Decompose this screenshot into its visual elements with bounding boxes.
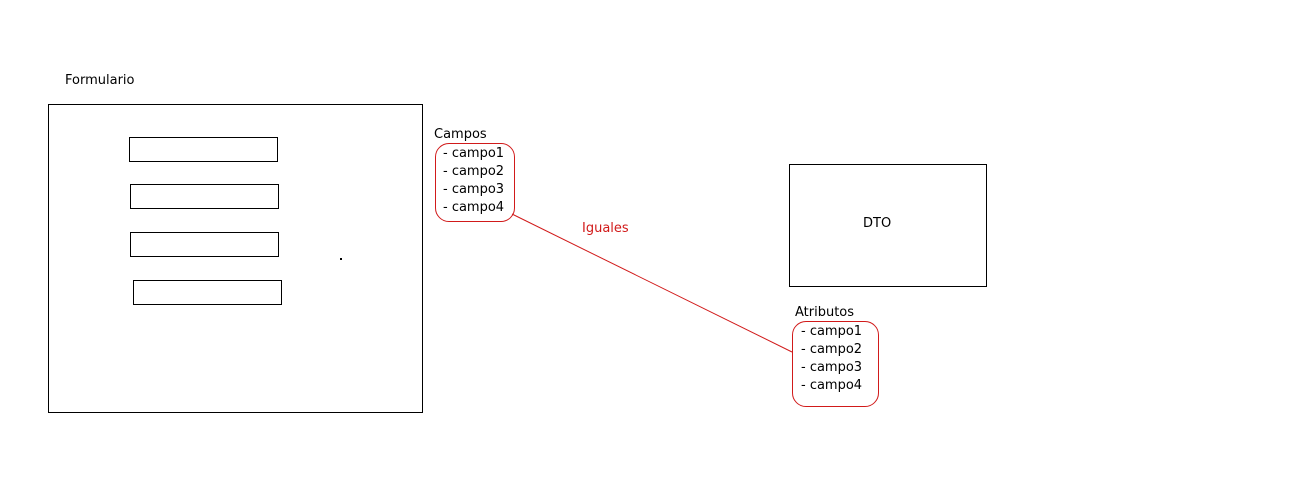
connector-line <box>511 213 793 353</box>
campos-item: - campo2 <box>443 164 505 179</box>
atributos-item: - campo2 <box>801 342 863 357</box>
stray-dot <box>340 258 342 260</box>
campos-item: - campo4 <box>443 200 505 215</box>
campos-title: Campos <box>434 127 487 142</box>
atributos-item: - campo1 <box>801 324 863 339</box>
atributos-title: Atributos <box>795 305 855 320</box>
form-input-field-1[interactable] <box>129 137 278 162</box>
campos-list: - campo1 - campo2 - campo3 - campo4 <box>443 145 504 217</box>
atributos-item: - campo4 <box>801 378 863 393</box>
form-input-field-3[interactable] <box>130 232 279 257</box>
dto-box <box>789 164 987 287</box>
form-box <box>48 104 423 413</box>
campos-item: - campo3 <box>443 182 505 197</box>
form-input-field-2[interactable] <box>130 184 279 209</box>
campos-item: - campo1 <box>443 146 505 161</box>
atributos-group-outline <box>792 321 879 407</box>
connector-label: Iguales <box>582 221 629 236</box>
dto-title: DTO <box>863 216 892 231</box>
campos-group-outline <box>435 143 515 222</box>
form-input-field-4[interactable] <box>133 280 282 305</box>
atributos-item: - campo3 <box>801 360 863 375</box>
form-title: Formulario <box>65 73 135 88</box>
atributos-list: - campo1 - campo2 - campo3 - campo4 <box>801 323 862 395</box>
